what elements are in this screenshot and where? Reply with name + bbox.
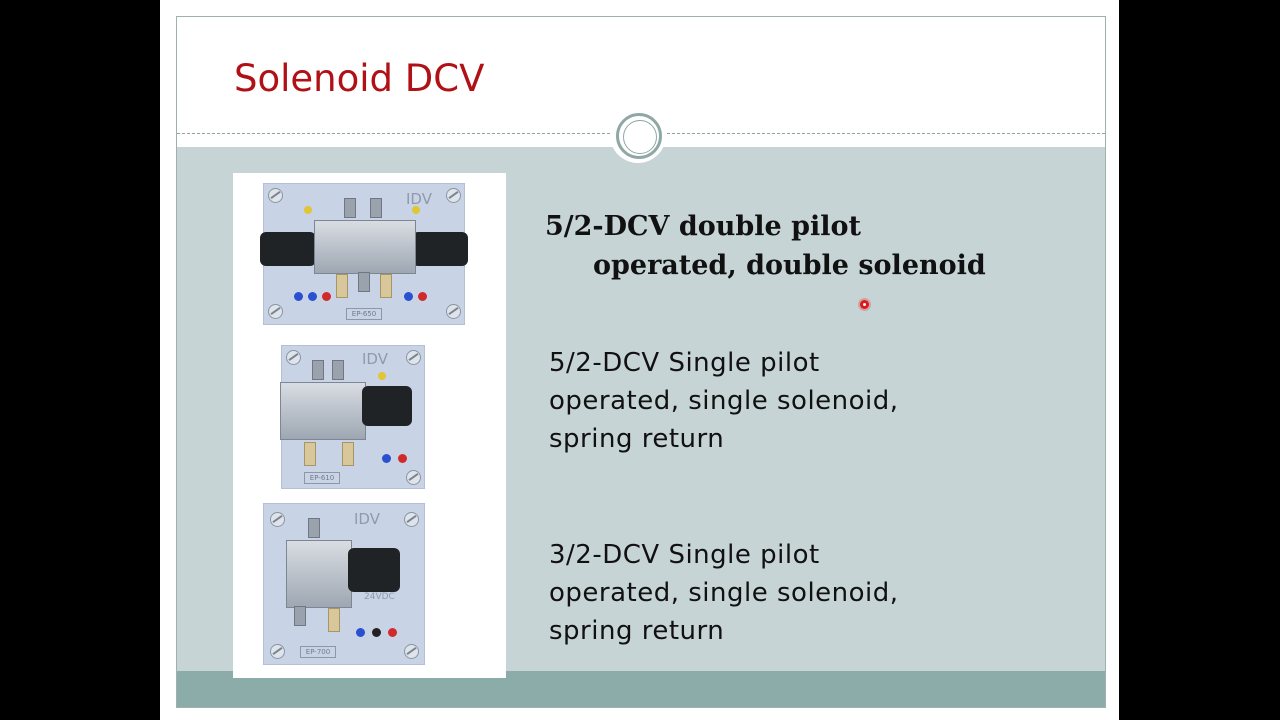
screw-icon — [406, 470, 421, 485]
socket-red — [398, 454, 407, 463]
screw-icon — [270, 644, 285, 659]
screw-icon — [406, 350, 421, 365]
socket-dark — [372, 628, 381, 637]
brand-label: IDV — [406, 190, 432, 208]
item-3-line-2: operated, single solenoid, — [549, 578, 899, 608]
item-2-line-3: spring return — [549, 424, 725, 454]
model-tag: EP-650 — [346, 308, 382, 320]
air-fitting — [344, 198, 356, 218]
socket-blue — [382, 454, 391, 463]
item-1-line-1: 5/2-DCV double pilot — [545, 211, 861, 242]
valve-photo-5-2-double: IDV EP-650 — [260, 183, 468, 325]
item-3-line-1: 3/2-DCV Single pilot — [549, 540, 820, 570]
exhaust-port — [328, 608, 340, 632]
air-fitting — [312, 360, 324, 380]
model-tag: EP-610 — [304, 472, 340, 484]
slide-title: Solenoid DCV — [234, 57, 485, 100]
item-2-line-2: operated, single solenoid, — [549, 386, 899, 416]
indicator-knob — [378, 372, 386, 380]
solenoid-coil — [362, 386, 412, 426]
air-fitting — [358, 272, 370, 292]
valve-photos: IDV EP-650 — [233, 173, 506, 678]
air-fitting — [370, 198, 382, 218]
socket-blue — [404, 292, 413, 301]
exhaust-port — [304, 442, 316, 466]
slide-page: Solenoid DCV IDV — [160, 0, 1119, 720]
exhaust-port — [336, 274, 348, 298]
screw-icon — [446, 188, 461, 203]
indicator-knob — [304, 206, 312, 214]
brand-label: IDV — [354, 510, 380, 528]
air-fitting — [308, 518, 320, 538]
socket-blue — [308, 292, 317, 301]
screw-icon — [446, 304, 461, 319]
socket-blue — [356, 628, 365, 637]
solenoid-coil — [412, 232, 468, 266]
air-fitting — [332, 360, 344, 380]
screw-icon — [268, 188, 283, 203]
model-tag: EP-700 — [300, 646, 336, 658]
item-3-line-3: spring return — [549, 616, 725, 646]
screw-icon — [404, 644, 419, 659]
socket-red — [418, 292, 427, 301]
screw-icon — [268, 304, 283, 319]
brand-label: IDV — [362, 350, 388, 368]
exhaust-port — [380, 274, 392, 298]
indicator-knob — [412, 206, 420, 214]
solenoid-coil — [260, 232, 316, 266]
valve-body — [280, 382, 366, 440]
valve-body — [314, 220, 416, 274]
socket-blue — [294, 292, 303, 301]
item-2-line-1: 5/2-DCV Single pilot — [549, 348, 820, 378]
air-fitting — [294, 606, 306, 626]
slide-frame: Solenoid DCV IDV — [176, 16, 1106, 708]
exhaust-port — [342, 442, 354, 466]
ornament-ring-inner — [623, 120, 657, 154]
valve-photo-3-2-single: IDV 24VDC EP-700 — [263, 503, 425, 665]
screw-icon — [404, 512, 419, 527]
valve-photo-5-2-single: IDV EP-610 — [280, 345, 425, 489]
screw-icon — [286, 350, 301, 365]
voltage-label: 24VDC — [364, 592, 395, 602]
solenoid-coil — [348, 548, 400, 592]
screw-icon — [270, 512, 285, 527]
item-1-line-2: operated, double solenoid — [593, 250, 986, 281]
socket-red — [322, 292, 331, 301]
socket-red — [388, 628, 397, 637]
valve-body — [286, 540, 352, 608]
laser-pointer-icon — [860, 300, 869, 309]
